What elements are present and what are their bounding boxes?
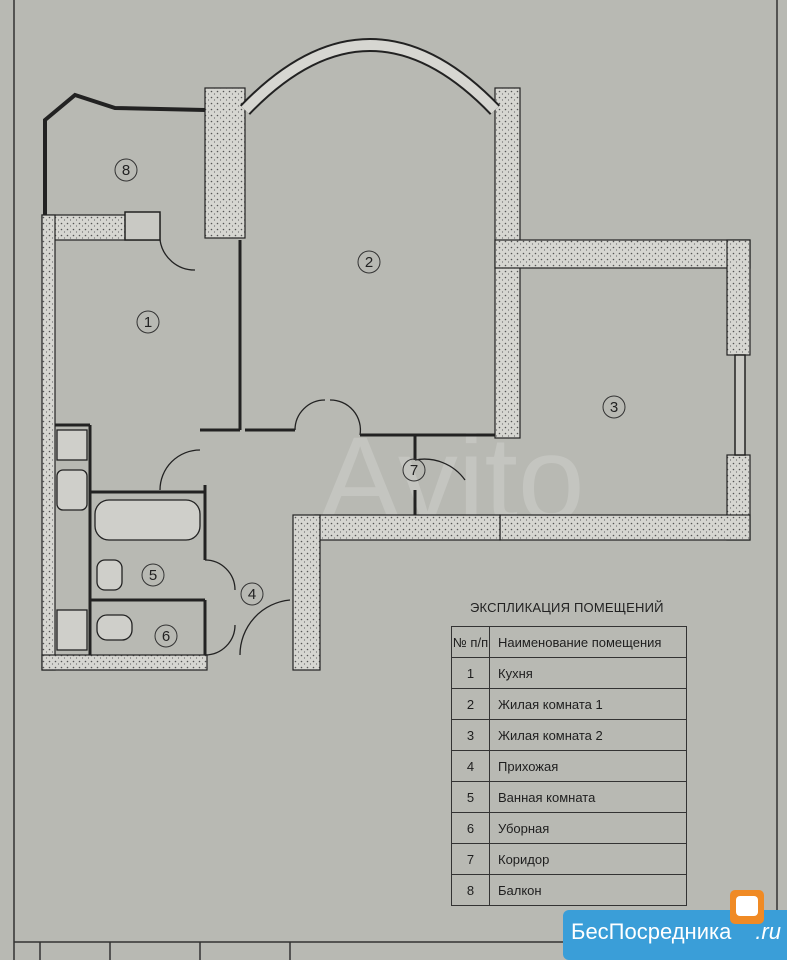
- row-name: Ванная комната: [489, 781, 687, 813]
- row-name: Жилая комната 1: [489, 688, 687, 720]
- room-3-label: 3: [610, 399, 618, 416]
- washbasin: [96, 559, 123, 591]
- header-name: Наименование помещения: [489, 626, 687, 658]
- toilet: [96, 614, 133, 641]
- row-name: Балкон: [489, 874, 687, 906]
- row-number: 7: [451, 843, 490, 875]
- room-5-label: 5: [149, 567, 157, 584]
- kitchen-sink: [56, 469, 88, 511]
- row-number: 5: [451, 781, 490, 813]
- drawing-frame: [13, 0, 787, 960]
- fixtures: [56, 429, 201, 651]
- row-name: Коридор: [489, 843, 687, 875]
- room-1-label: 1: [144, 314, 152, 331]
- balcony-outline: [43, 92, 206, 215]
- row-number: 1: [451, 657, 490, 689]
- room-4-label: 4: [248, 586, 256, 603]
- row-name: Уборная: [489, 812, 687, 844]
- fridge: [56, 609, 88, 651]
- room-2-label: 2: [365, 254, 373, 271]
- room-8-label: 8: [122, 162, 130, 179]
- row-number: 2: [451, 688, 490, 720]
- logo-text: БесПосредника: [571, 919, 732, 944]
- partitions: [55, 240, 495, 655]
- windows: [124, 211, 746, 456]
- room-7-label: 7: [410, 462, 418, 479]
- row-name: Кухня: [489, 657, 687, 689]
- room-labels: 8 1 2 3 4 5 6 7: [114, 158, 626, 648]
- stove: [56, 429, 88, 461]
- room-6-label: 6: [162, 628, 170, 645]
- row-name: Жилая комната 2: [489, 719, 687, 751]
- table-header-row: № п/п Наименование помещения: [451, 626, 687, 658]
- door-swings: [159, 239, 466, 656]
- cat-mascot-icon: [730, 890, 764, 924]
- row-number: 3: [451, 719, 490, 751]
- row-name: Прихожая: [489, 750, 687, 782]
- bathtub: [94, 499, 201, 541]
- row-number: 4: [451, 750, 490, 782]
- header-number: № п/п: [451, 626, 490, 658]
- row-number: 8: [451, 874, 490, 906]
- explication-title: ЭКСПЛИКАЦИЯ ПОМЕЩЕНИЙ: [470, 600, 664, 615]
- row-number: 6: [451, 812, 490, 844]
